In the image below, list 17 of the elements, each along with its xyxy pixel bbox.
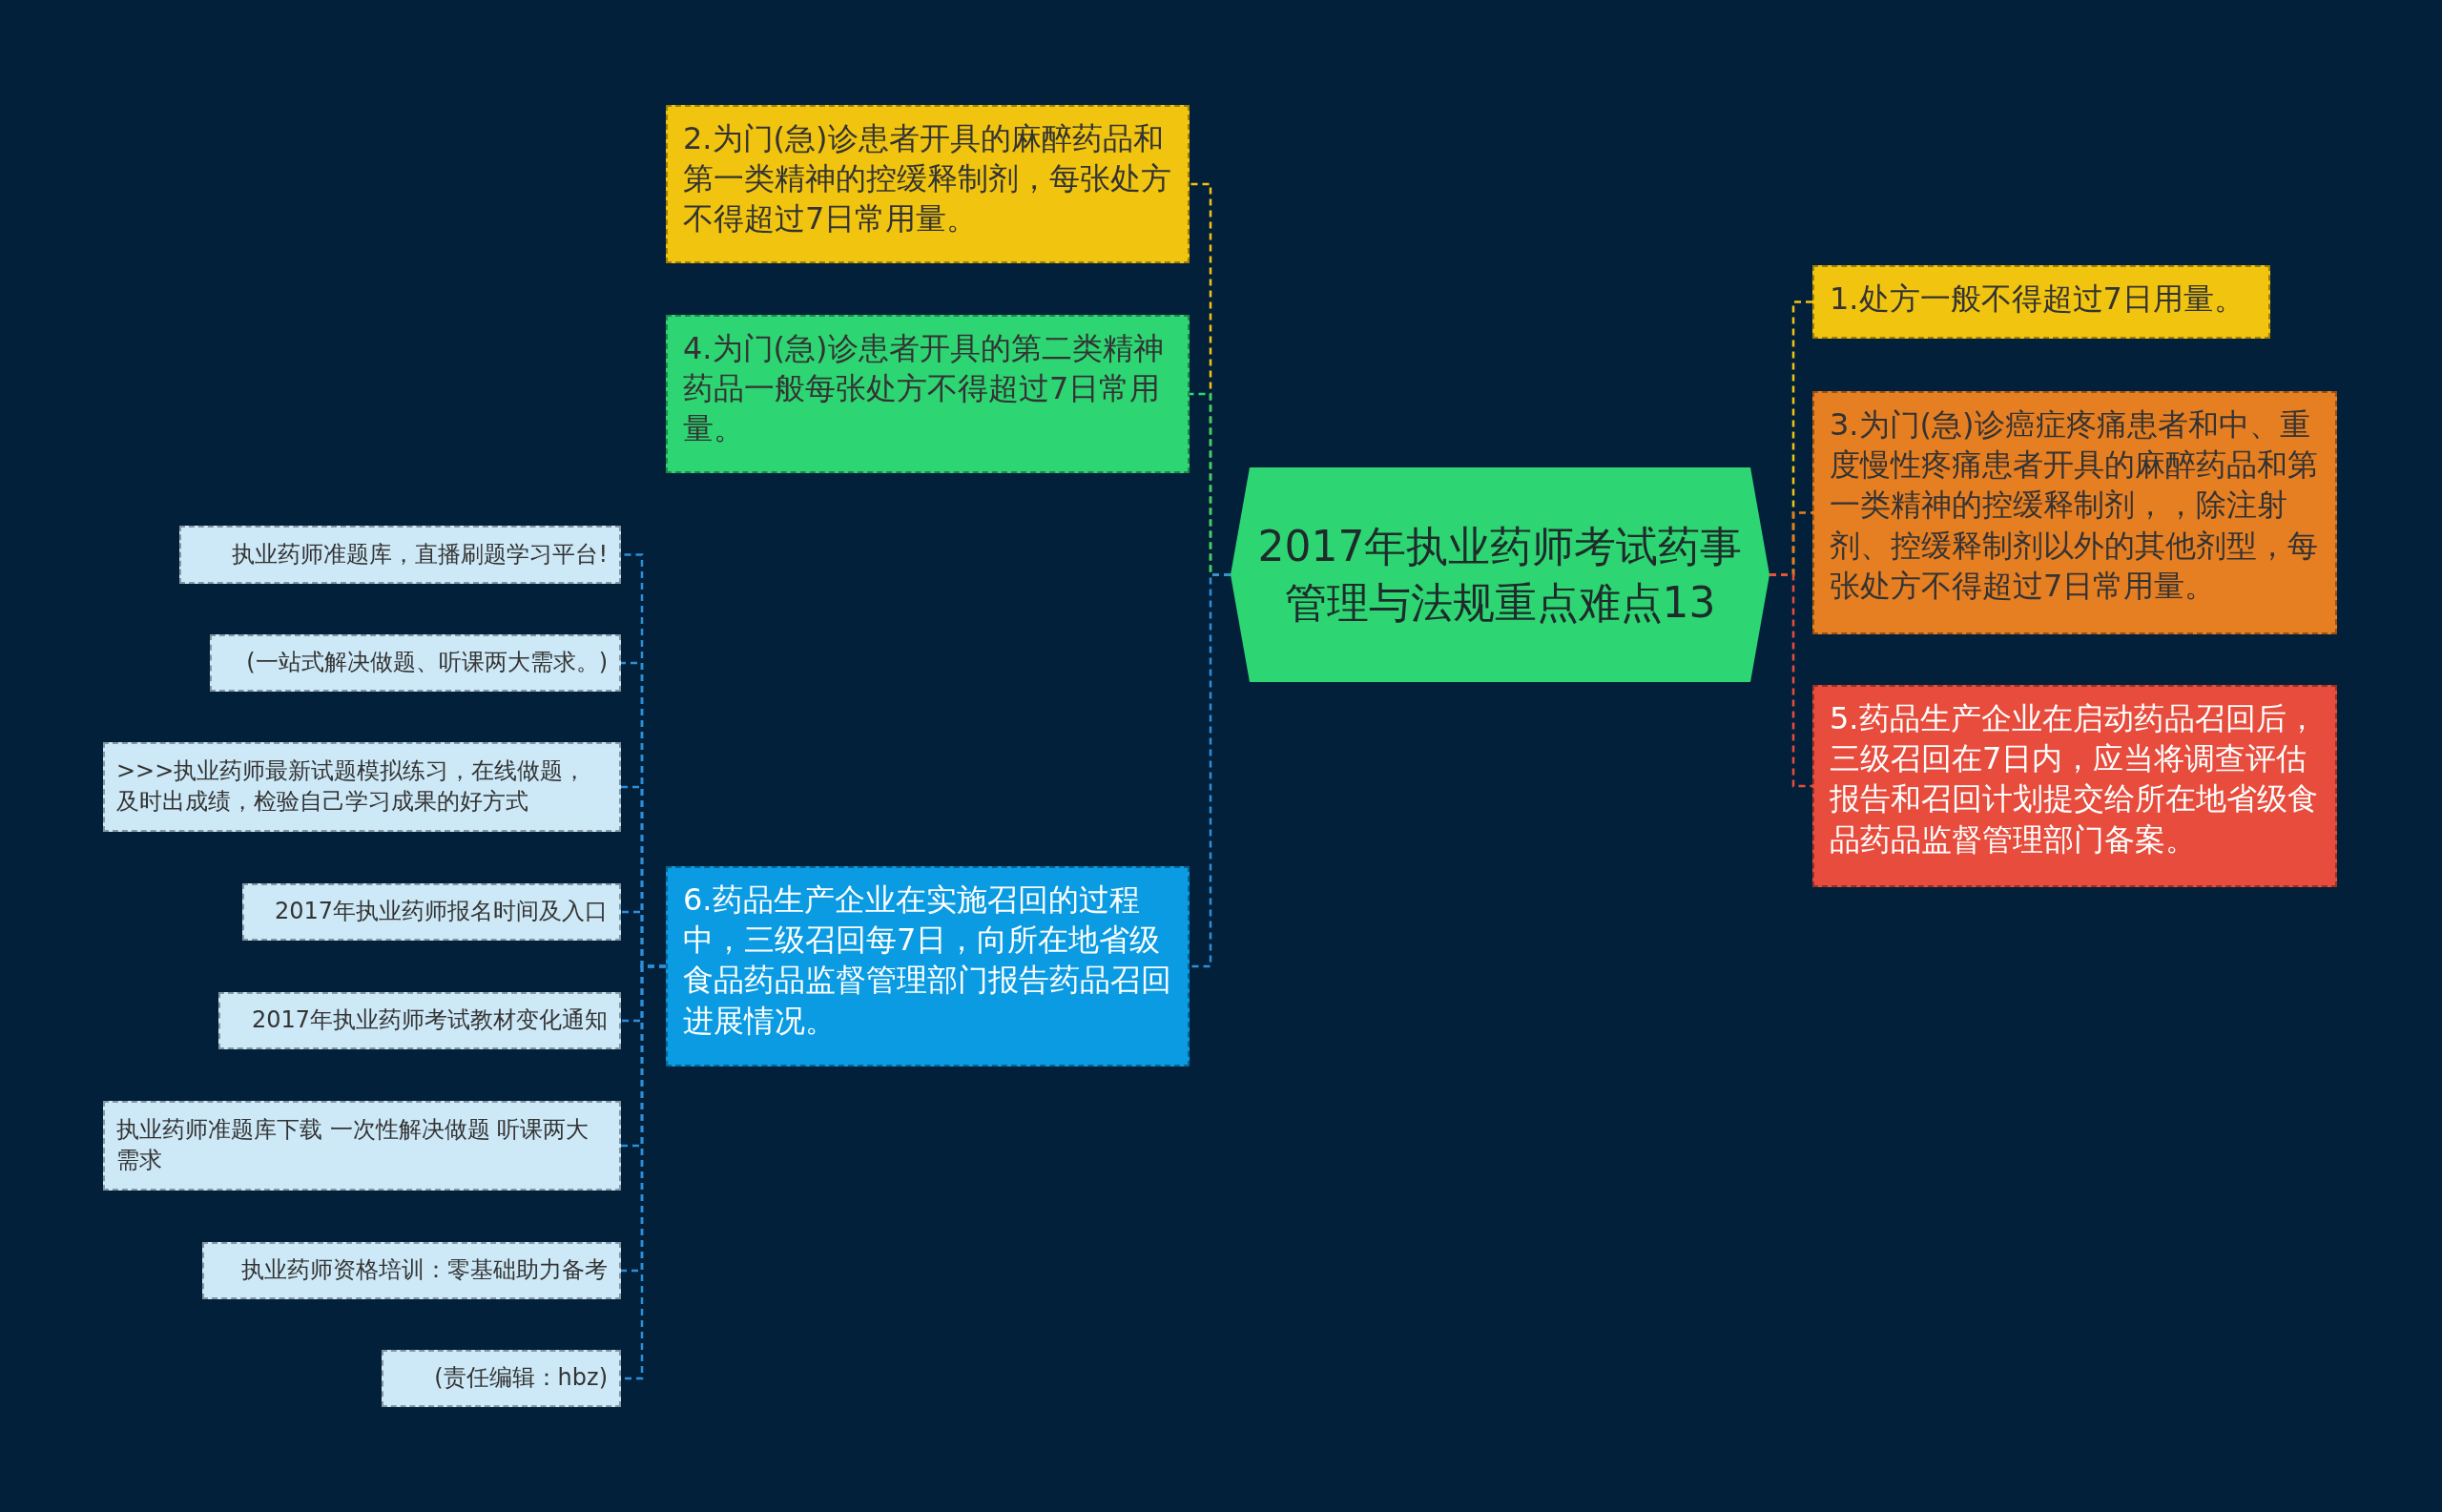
topic-box: 3.为门(急)诊癌症疼痛患者和中、重度慢性疼痛患者开具的麻醉药品和第一类精神的控缓释制剂，，除注射剂、控缓释制剂以外的其他剂型，每张处方不得超过7日常用量。 [1812,391,2337,634]
subtopic-box: 执业药师准题库下载 一次性解决做题 听课两大需求 [103,1101,621,1191]
central-topic-hexagon: 2017年执业药师考试药事管理与法规重点难点13 [1231,467,1769,682]
topic-box: 2.为门(急)诊患者开具的麻醉药品和第一类精神的控缓释制剂，每张处方不得超过7日常用量。 [666,105,1190,263]
topic-box: 6.药品生产企业在实施召回的过程中，三级召回每7日，向所在地省级食品药品监督管理部门报告药品召回进展情况。 [666,866,1190,1067]
topic-box: 4.为门(急)诊患者开具的第二类精神药品一般每张处方不得超过7日常用量。 [666,315,1190,473]
subtopic-box: 2017年执业药师报名时间及入口 [242,883,621,941]
topic-box: 1.处方一般不得超过7日用量。 [1812,265,2270,339]
subtopic-box: >>>执业药师最新试题模拟练习，在线做题，及时出成绩，检验自己学习成果的好方式 [103,742,621,832]
subtopic-box: 执业药师资格培训：零基础助力备考 [202,1242,621,1299]
subtopic-box: 2017年执业药师考试教材变化通知 [218,992,621,1049]
topic-box: 5.药品生产企业在启动药品召回后，三级召回在7日内，应当将调查评估报告和召回计划提交给所在地省级食品药品监督管理部门备案。 [1812,685,2337,887]
subtopic-box: (责任编辑：hbz) [382,1350,621,1407]
subtopic-box: 执业药师准题库，直播刷题学习平台! [179,526,621,584]
connector [1190,573,1231,968]
subtopic-box: (一站式解决做题、听课两大需求。) [210,634,621,692]
connector [1769,573,1812,788]
